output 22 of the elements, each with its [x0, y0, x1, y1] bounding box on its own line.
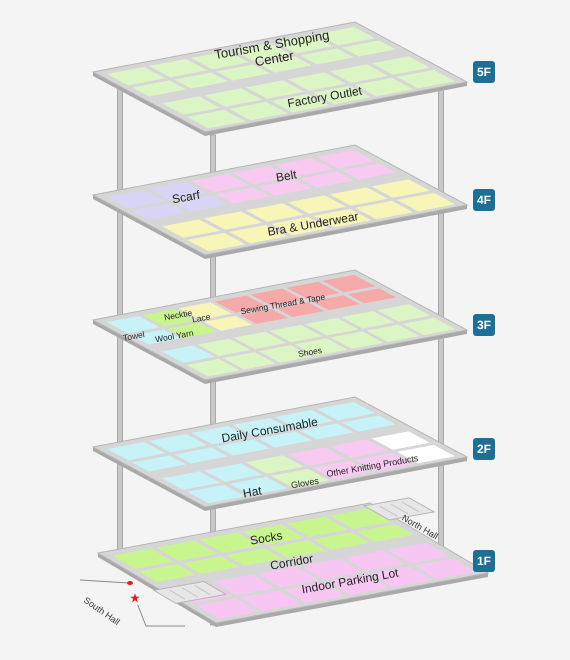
zone-label: Necktie [163, 308, 193, 322]
zone-label: Gloves [290, 476, 320, 492]
zone-label: Lace [191, 312, 211, 324]
zone-label: Wool Yarn [154, 328, 194, 344]
zone-label: Towel [122, 330, 146, 342]
zone-label: Factory Outlet [286, 84, 364, 110]
floor-badge: 4F [473, 189, 495, 211]
floor-badge: 2F [473, 438, 495, 460]
floor-badge: 5F [473, 61, 495, 83]
zone-label: Daily Consumable [220, 415, 320, 445]
zone-label: Scarf [171, 188, 201, 206]
leader-line [137, 604, 186, 626]
zone-label: Tourism & Shopping Center [212, 28, 332, 72]
zone-label: Other Knitting Products [326, 454, 420, 480]
zone-label: Bra & Underwear [266, 210, 360, 238]
floor-badge: 1F [473, 550, 495, 572]
floor-badge: 3F [473, 314, 495, 336]
zone-label: Socks [248, 528, 284, 548]
zone-label: Belt [274, 168, 298, 184]
zone-label: Shoes [297, 346, 323, 358]
zone-label: Hat [242, 484, 262, 500]
zone-label: Sewing Thread & Tape [240, 292, 326, 316]
